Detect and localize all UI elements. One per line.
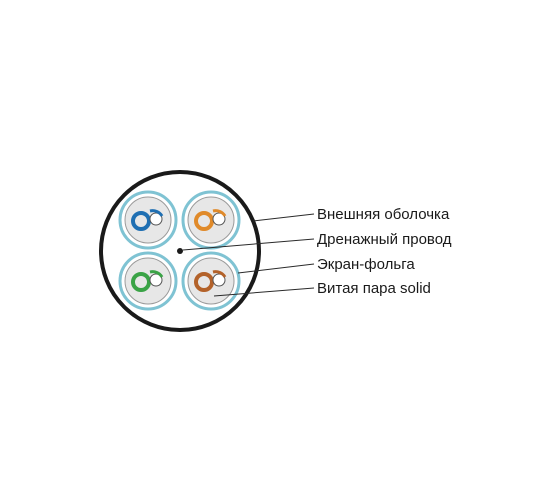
conductor-white [212,212,226,226]
twist-stripe [212,209,227,217]
twist-stripe [212,270,227,278]
conductor-white [149,273,163,287]
conductor-white [212,273,226,287]
pair-group-top-right [181,190,241,250]
twist-stripe [149,270,164,278]
conductor-colored [194,272,214,292]
conductor-colored [131,211,151,231]
twist-stripe [149,209,164,217]
label-twisted-pair: Витая пара solid [317,280,431,297]
pair-group-top-left [118,190,178,250]
label-drain-wire: Дренажный провод [317,231,452,248]
leader-line-twisted-pair [213,287,315,297]
label-outer-jacket: Внешняя оболочка [317,206,450,223]
leader-line-drain-wire [182,238,315,251]
leader-line-outer-jacket [252,213,315,222]
leader-line-foil-shield [237,263,315,274]
label-foil-shield: Экран-фольга [317,256,415,273]
conductor-colored [194,211,214,231]
conductor-colored [131,272,151,292]
pair-group-bottom-right [181,251,241,311]
conductor-white [149,212,163,226]
drain-wire [177,248,183,254]
pair-group-bottom-left [118,251,178,311]
